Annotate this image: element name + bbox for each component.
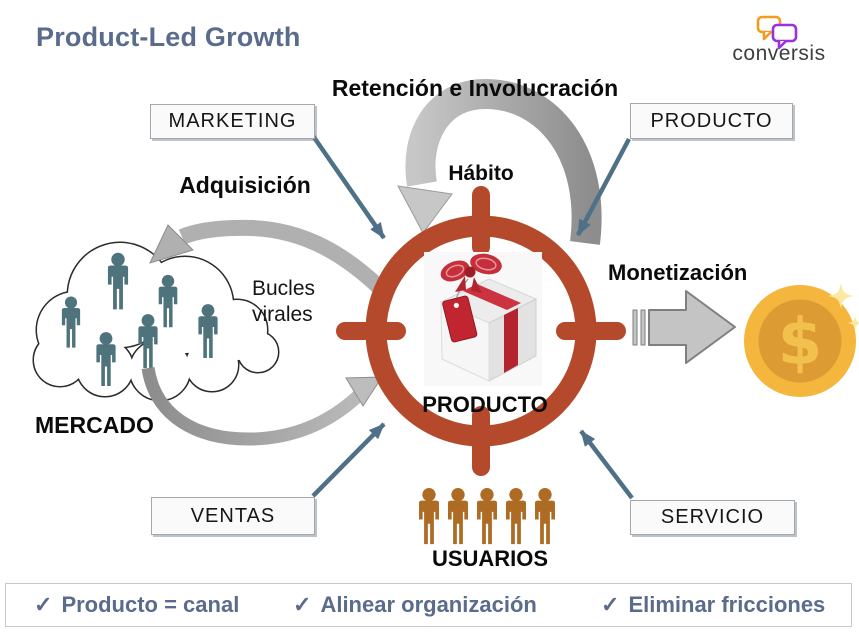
label-retencion: Retención e Involucración	[331, 75, 619, 101]
node-ventas-label: VENTAS	[190, 504, 276, 527]
node-marketing: MARKETING	[150, 104, 315, 139]
viral-loop-arrow	[141, 366, 383, 446]
check-icon: ✓	[293, 592, 312, 617]
target-icon	[336, 186, 626, 476]
coin-icon: $	[744, 283, 859, 397]
label-adquisicion: Adquisición	[179, 172, 311, 198]
arrow-producto	[576, 137, 631, 237]
gift-icon	[424, 252, 542, 386]
label-mercado: MERCADO	[35, 412, 154, 438]
arrow-ventas	[311, 422, 386, 498]
check-icon: ✓	[34, 592, 53, 617]
node-producto-label: PRODUCTO	[650, 109, 773, 132]
dollar-symbol: $	[778, 306, 823, 380]
key-point-1-label: Producto = canal	[61, 592, 240, 617]
arrow-marketing	[309, 131, 386, 240]
label-producto-center: PRODUCTO	[422, 392, 548, 417]
node-producto: PRODUCTO	[630, 103, 793, 139]
check-icon: ✓	[601, 592, 620, 617]
speech-bubbles-icon	[756, 15, 798, 50]
connector-arrows	[309, 131, 634, 500]
acquisition-arrow	[149, 219, 395, 303]
node-servicio-label: SERVICIO	[660, 506, 765, 528]
monetization-arrow-icon	[632, 290, 736, 364]
node-servicio: SERVICIO	[630, 500, 795, 535]
conversis-logo: conversis	[716, 13, 842, 67]
logo-text: conversis	[732, 42, 826, 65]
market-cloud	[7, 233, 281, 403]
key-point-1: ✓ Producto = canal	[34, 592, 239, 618]
habit-loop-arrow	[397, 78, 602, 245]
label-usuarios: USUARIOS	[431, 546, 549, 571]
sparkle-icon	[828, 283, 859, 331]
key-point-3-label: Eliminar fricciones	[628, 592, 826, 617]
key-point-2: ✓ Alinear organización	[293, 592, 537, 618]
label-monetizacion: Monetización	[608, 260, 748, 285]
key-point-2-label: Alinear organización	[320, 592, 537, 617]
label-habito: Hábito	[448, 162, 514, 185]
node-ventas: VENTAS	[151, 497, 315, 535]
label-bucles-virales: Bucles virales	[252, 277, 316, 327]
key-point-3: ✓ Eliminar fricciones	[601, 592, 825, 618]
page-title: Product-Led Growth	[36, 22, 301, 52]
users-people-icons	[419, 488, 555, 545]
node-marketing-label: MARKETING	[168, 110, 297, 132]
key-points-bar: ✓Producto = canal ✓Alinear organización …	[5, 583, 852, 627]
arrow-servicio	[579, 429, 634, 500]
